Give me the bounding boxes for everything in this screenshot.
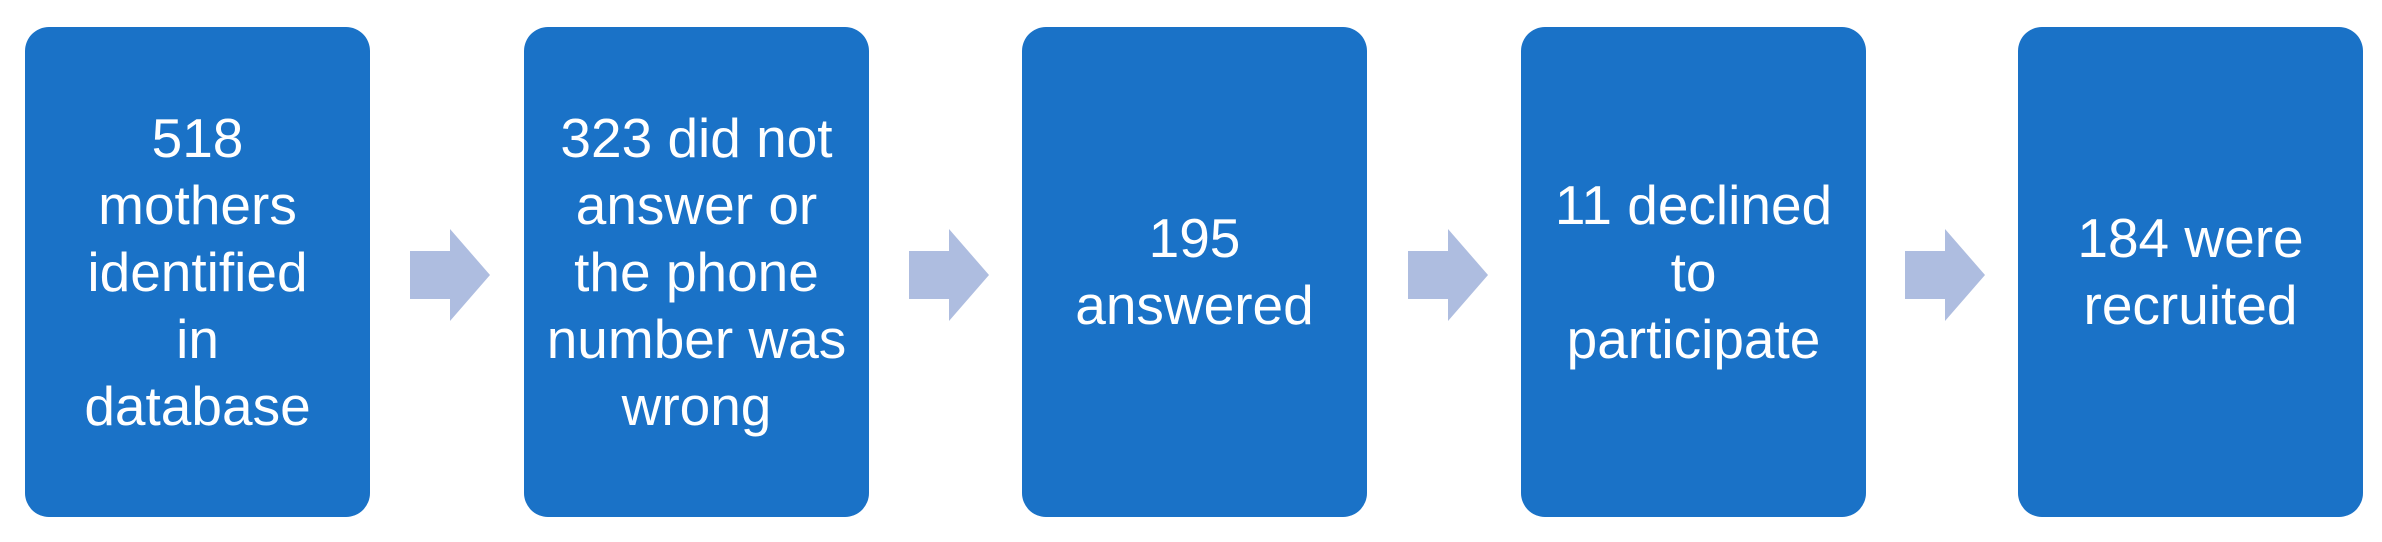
step-text-recruited: 184 were recruited (2077, 207, 2304, 336)
right-arrow-icon (909, 229, 989, 321)
step-box-recruited: 184 were recruited (2018, 27, 2363, 517)
right-arrow-icon (1408, 229, 1488, 321)
step-text-declined: 11 declined to participate (1554, 173, 1833, 370)
step-box-no-answer: 323 did not answer or the phone number w… (524, 27, 869, 517)
right-arrow-icon (410, 229, 490, 321)
step-box-declined: 11 declined to participate (1521, 27, 1866, 517)
step-box-identified: 518 mothers identified in database (25, 27, 370, 517)
step-text-answered: 195 answered (1075, 207, 1314, 336)
right-arrow-icon (1905, 229, 1985, 321)
step-text-no-answer: 323 did not answer or the phone number w… (546, 106, 847, 437)
step-text-identified: 518 mothers identified in database (84, 106, 311, 437)
step-box-answered: 195 answered (1022, 27, 1367, 517)
